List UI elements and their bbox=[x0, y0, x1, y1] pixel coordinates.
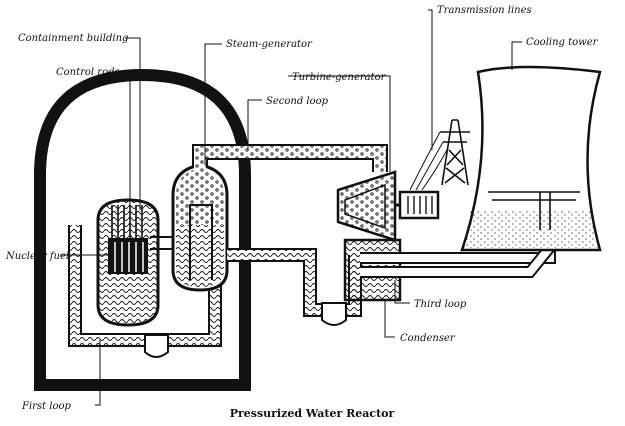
nuclear-fuel-core bbox=[108, 238, 148, 274]
pump-1 bbox=[144, 334, 169, 358]
label-control-rods: Control rods bbox=[56, 67, 120, 78]
label-transmission-lines: Transmission lines bbox=[437, 5, 532, 16]
label-turbine-generator: Turbine-generator bbox=[292, 72, 387, 83]
label-nuclear-fuel: Nuclear fuel bbox=[5, 251, 69, 262]
transmission-tower bbox=[440, 119, 470, 186]
cooling-tower bbox=[460, 65, 602, 252]
label-third-loop: Third loop bbox=[414, 299, 467, 310]
transmission-lines bbox=[409, 131, 448, 191]
label-steam-generator: Steam-generator bbox=[226, 39, 313, 50]
cooling-tower-sprayers bbox=[488, 191, 580, 230]
fuel-rods bbox=[114, 242, 144, 272]
pump-2 bbox=[321, 302, 347, 326]
label-second-loop: Second loop bbox=[266, 96, 329, 107]
turbine bbox=[336, 170, 397, 242]
label-condenser: Condenser bbox=[400, 333, 456, 344]
label-containment-building: Containment building bbox=[18, 33, 128, 44]
leader-lines bbox=[60, 9, 522, 406]
label-cooling-tower: Cooling tower bbox=[526, 37, 599, 48]
control-rods bbox=[111, 205, 143, 240]
label-first-loop: First loop bbox=[21, 401, 71, 412]
steam-generator-tube bbox=[189, 204, 213, 280]
diagram-caption: Pressurized Water Reactor bbox=[230, 407, 395, 420]
